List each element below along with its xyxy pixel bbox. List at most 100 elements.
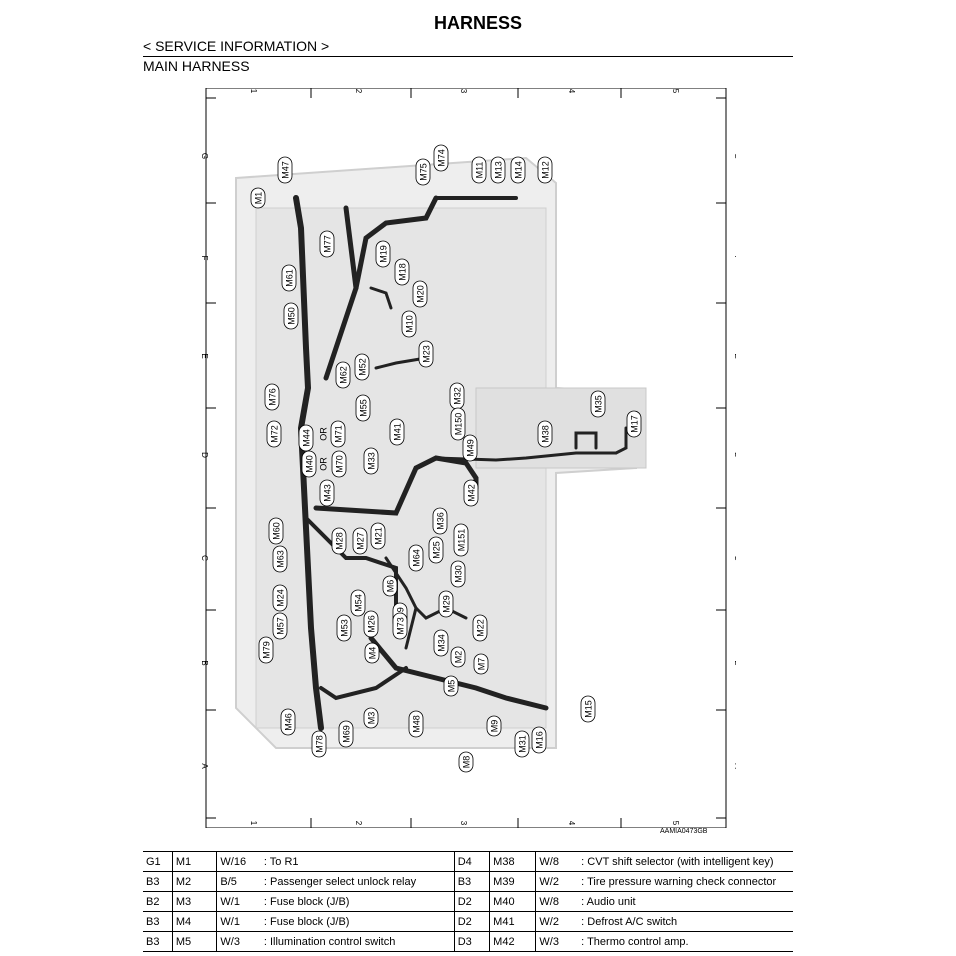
callout-text: M20 bbox=[416, 285, 426, 303]
callout-text: M60 bbox=[272, 522, 282, 540]
callout-text: M36 bbox=[436, 512, 446, 530]
table-cell: M1 bbox=[172, 851, 218, 872]
connector-callout: M36 bbox=[432, 507, 448, 535]
connector-callout: M11 bbox=[471, 156, 487, 184]
callout-text: M12 bbox=[541, 161, 551, 179]
callout-bubble bbox=[471, 156, 487, 184]
table-cell: B3 bbox=[454, 871, 491, 892]
callout-bubble bbox=[258, 636, 274, 664]
header-rule bbox=[143, 56, 793, 57]
row-label: C bbox=[200, 555, 209, 561]
callout-bubble bbox=[443, 675, 459, 697]
callout-bubble bbox=[266, 420, 282, 448]
table-cell: D3 bbox=[454, 931, 491, 952]
callout-bubble bbox=[453, 523, 469, 557]
callout-text: M77 bbox=[323, 235, 333, 253]
col-label: 5 bbox=[671, 821, 680, 826]
callout-bubble bbox=[537, 156, 553, 184]
callout-bubble bbox=[450, 407, 466, 441]
table-cell: M40 bbox=[489, 891, 537, 912]
callout-bubble bbox=[514, 730, 530, 758]
connector-callout: M150 bbox=[450, 407, 466, 441]
page-title: HARNESS bbox=[433, 13, 522, 33]
callout-text: M7 bbox=[477, 658, 487, 671]
table-cell: : CVT shift selector (with intelligent k… bbox=[578, 851, 793, 872]
callout-bubble bbox=[392, 612, 408, 640]
connector-callout: M50 bbox=[283, 302, 299, 330]
table-cell: B3 bbox=[143, 911, 173, 932]
callout-bubble bbox=[350, 589, 366, 617]
callout-text: M43 bbox=[323, 484, 333, 502]
callout-text: M49 bbox=[466, 439, 476, 457]
callout-bubble bbox=[626, 410, 642, 438]
table-cell: W/2 bbox=[535, 911, 579, 932]
grid-ticks: 1122334455GGFFEEDDCCBBAA bbox=[200, 88, 736, 828]
callout-text: M23 bbox=[422, 345, 432, 363]
callout-text: M150 bbox=[454, 413, 464, 436]
connector-callout: M77 bbox=[319, 230, 335, 258]
connector-callout: M70 bbox=[331, 450, 347, 478]
connector-callout: M78 bbox=[311, 730, 327, 758]
or-label: OR bbox=[319, 457, 329, 471]
callout-bubble bbox=[352, 527, 368, 555]
connector-callout: M61 bbox=[281, 264, 297, 292]
callout-bubble bbox=[280, 708, 296, 736]
callout-bubble bbox=[463, 479, 479, 507]
callout-text: M64 bbox=[412, 549, 422, 567]
connector-callout: M75 bbox=[415, 158, 431, 186]
callout-bubble bbox=[401, 310, 417, 338]
row-label: F bbox=[733, 256, 736, 261]
table-cell: M5 bbox=[172, 931, 218, 952]
callout-bubble bbox=[331, 450, 347, 478]
connector-callout: M40 bbox=[301, 450, 317, 478]
connector-callout: M16 bbox=[531, 726, 547, 754]
connector-callout: M30 bbox=[450, 560, 466, 588]
callout-bubble bbox=[311, 730, 327, 758]
connector-callout: M44 bbox=[298, 424, 314, 452]
callout-text: M52 bbox=[358, 358, 368, 376]
row-label: G bbox=[733, 153, 736, 159]
table-cell: M2 bbox=[172, 871, 218, 892]
connector-callout: M1 bbox=[250, 187, 266, 209]
callout-bubble bbox=[458, 751, 474, 773]
table-cell: B3 bbox=[143, 931, 173, 952]
callout-bubble bbox=[319, 230, 335, 258]
subsection-heading: MAIN HARNESS bbox=[143, 58, 250, 74]
connector-callout: M53 bbox=[336, 614, 352, 642]
callout-bubble bbox=[281, 264, 297, 292]
callout-text: M42 bbox=[467, 484, 477, 502]
connector-callout: M25 bbox=[428, 536, 444, 564]
callout-bubble bbox=[250, 187, 266, 209]
callout-bubble bbox=[272, 545, 288, 573]
callout-bubble bbox=[428, 536, 444, 564]
callout-text: M55 bbox=[359, 399, 369, 417]
callout-text: M69 bbox=[342, 725, 352, 743]
connector-callout: M43 bbox=[319, 479, 335, 507]
connector-callout: M69 bbox=[338, 720, 354, 748]
callout-bubble bbox=[590, 390, 606, 418]
callout-bubble bbox=[415, 158, 431, 186]
row-label: D bbox=[733, 452, 736, 458]
callout-bubble bbox=[490, 156, 506, 184]
table-cell: W/3 bbox=[216, 931, 261, 952]
diagram-code: AAMIA0473GB bbox=[660, 828, 708, 835]
callout-text: OR bbox=[319, 457, 329, 471]
col-label: 3 bbox=[459, 821, 468, 826]
connector-callout: M2 bbox=[450, 646, 466, 668]
connector-callout: M15 bbox=[580, 695, 596, 723]
connector-callout: M13 bbox=[490, 156, 506, 184]
col-label: 1 bbox=[249, 89, 258, 94]
callout-bubble bbox=[272, 584, 288, 612]
table-cell: W/16 bbox=[216, 851, 261, 872]
connector-callout: M23 bbox=[418, 340, 434, 368]
callout-bubble bbox=[433, 629, 449, 657]
table-cell: M41 bbox=[489, 911, 537, 932]
row-label: E bbox=[200, 353, 209, 358]
callout-text: M9 bbox=[490, 720, 500, 733]
callout-bubble bbox=[450, 560, 466, 588]
